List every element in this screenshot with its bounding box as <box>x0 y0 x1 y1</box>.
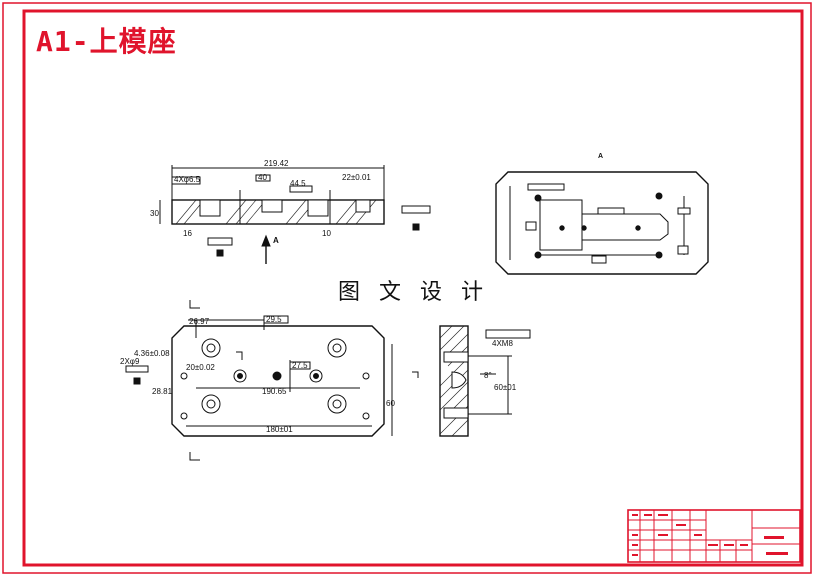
inner-frame <box>22 9 804 567</box>
top-view-labels: 26.97 29.5 4.36±0.08 2Xφ9 20±0.02 27.5 1… <box>120 315 395 434</box>
title-block <box>627 509 801 563</box>
dim-4-36: 4.36±0.08 <box>134 349 170 358</box>
dim-40-label: 40 <box>258 173 267 182</box>
dim-44-label: 44.5 <box>290 179 306 188</box>
side-section-view <box>439 325 531 437</box>
dim-60: 60 <box>386 399 395 408</box>
dim-28-81: 28.81 <box>152 387 173 396</box>
dim-180: 180±01 <box>266 425 293 434</box>
dim-27: 27.5 <box>292 361 308 370</box>
drawing-title: A1-上模座 <box>36 25 177 58</box>
dim-16-label: 16 <box>183 229 192 238</box>
hole-2x: 2Xφ9 <box>120 357 140 366</box>
side-hole-callout: 4XM8 <box>492 339 513 348</box>
view-a <box>495 171 709 275</box>
watermark-text: 图 文 设 计 <box>338 280 489 305</box>
dim-10-label: 10 <box>322 229 331 238</box>
height-label: 30 <box>150 209 159 218</box>
hole-callout-label: 4Xφ6.5 <box>174 175 201 184</box>
dim-22-label: 22±0.01 <box>342 173 371 182</box>
front-section-view <box>159 165 431 264</box>
section-arrow-label: A <box>273 236 279 245</box>
side-view-labels: 4XM8 8° 60±01 <box>484 339 517 392</box>
dim-190-65: 190.65 <box>262 387 287 396</box>
front-view-labels: 219.42 4Xφ6.5 30 16 10 44.5 22±0.01 40 A <box>150 159 371 245</box>
dim-26-97: 26.97 <box>189 317 210 326</box>
side-angle: 8° <box>484 371 492 380</box>
dim-20: 20±0.02 <box>186 363 215 372</box>
dim-29-5: 29.5 <box>266 315 282 324</box>
overall-length-label: 219.42 <box>264 159 289 168</box>
view-a-label: A <box>598 153 603 160</box>
side-dim-60: 60±01 <box>494 383 517 392</box>
top-view <box>125 300 419 461</box>
